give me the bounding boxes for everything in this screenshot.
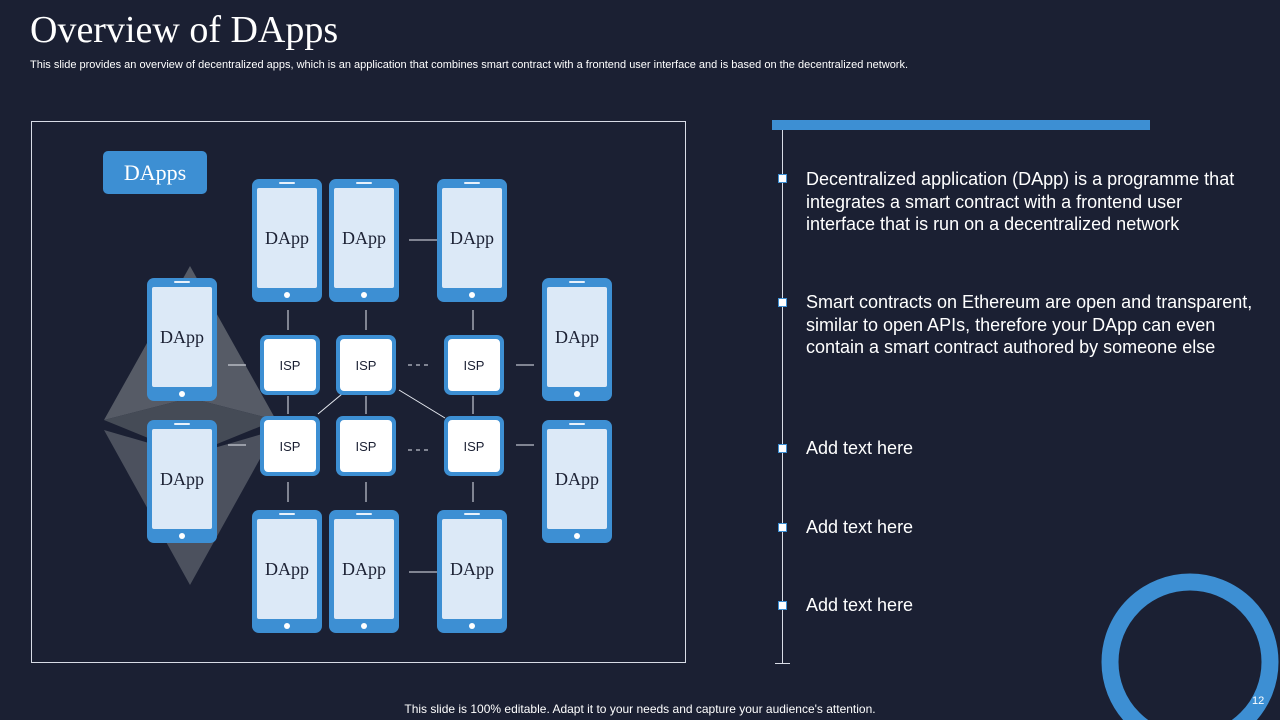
isp-label: ISP xyxy=(263,338,317,392)
isp-label: ISP xyxy=(447,419,501,473)
bullet-text: Add text here xyxy=(806,517,914,537)
isp-node: ISP xyxy=(260,416,320,476)
bullet-text: Add text here xyxy=(806,595,914,615)
dapp-label: DApp xyxy=(547,429,607,529)
dapps-heading-box: DApps xyxy=(103,151,207,194)
bullet-text: Smart contracts on Ethereum are open and… xyxy=(806,292,1253,357)
dapp-phone: DApp xyxy=(542,278,612,401)
slide-title: Overview of DApps xyxy=(30,9,339,51)
timeline-line xyxy=(782,130,783,664)
dapp-phone: DApp xyxy=(147,278,217,401)
isp-node: ISP xyxy=(260,335,320,395)
dapp-phone: DApp xyxy=(329,179,399,302)
dapp-phone: DApp xyxy=(542,420,612,543)
isp-node: ISP xyxy=(444,416,504,476)
dapp-label: DApp xyxy=(152,287,212,387)
page-number: 12 xyxy=(1252,695,1265,707)
dapp-phone: DApp xyxy=(252,510,322,633)
isp-node: ISP xyxy=(336,335,396,395)
decorative-ring xyxy=(1101,573,1279,720)
dapp-label: DApp xyxy=(257,188,317,288)
footer-note: This slide is 100% editable. Adapt it to… xyxy=(404,702,876,716)
dapp-label: DApp xyxy=(547,287,607,387)
dapp-phone: DApp xyxy=(437,179,507,302)
slide-subtitle: This slide provides an overview of decen… xyxy=(30,59,909,71)
isp-label: ISP xyxy=(339,338,393,392)
bullet-text: Add text here xyxy=(806,438,914,458)
isp-label: ISP xyxy=(447,338,501,392)
isp-label: ISP xyxy=(263,419,317,473)
dapp-phone: DApp xyxy=(329,510,399,633)
accent-bar xyxy=(772,120,1150,130)
dapp-label: DApp xyxy=(334,519,394,619)
diagram-frame xyxy=(31,121,686,663)
isp-node: ISP xyxy=(444,335,504,395)
dapp-label: DApp xyxy=(442,188,502,288)
bullet-marker xyxy=(778,601,787,610)
dapp-phone: DApp xyxy=(437,510,507,633)
dapp-label: DApp xyxy=(442,519,502,619)
timeline-end-tick xyxy=(775,663,790,664)
isp-node: ISP xyxy=(336,416,396,476)
dapp-phone: DApp xyxy=(252,179,322,302)
bullet-marker xyxy=(778,444,787,453)
bullet-text: Decentralized application (DApp) is a pr… xyxy=(806,169,1235,234)
bullet-marker xyxy=(778,174,787,183)
bullet-marker xyxy=(778,523,787,532)
dapp-phone: DApp xyxy=(147,420,217,543)
isp-label: ISP xyxy=(339,419,393,473)
dapp-label: DApp xyxy=(257,519,317,619)
dapp-label: DApp xyxy=(334,188,394,288)
bullet-marker xyxy=(778,298,787,307)
dapp-label: DApp xyxy=(152,429,212,529)
